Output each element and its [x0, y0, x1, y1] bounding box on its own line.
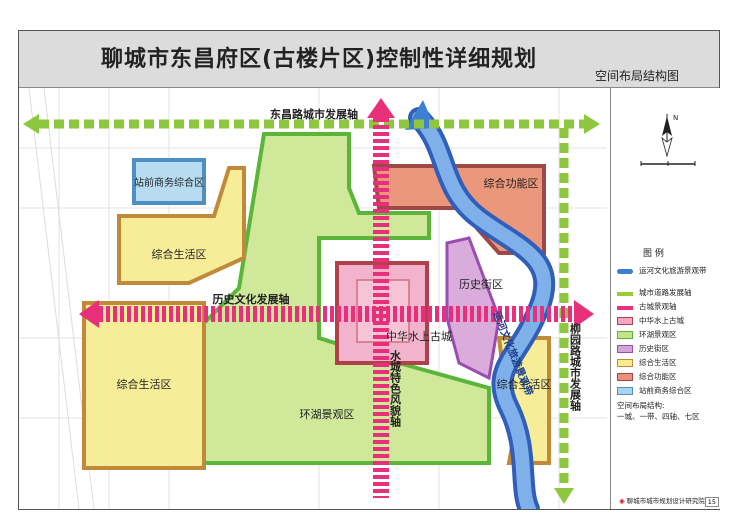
label-water-city-axis: 水城特色风貌轴	[389, 349, 403, 428]
legend-swatch	[617, 387, 633, 395]
zone-living-west	[82, 301, 206, 470]
zone-living-north	[117, 166, 246, 285]
legend-swatch	[617, 345, 633, 353]
page-number: 15	[704, 497, 719, 507]
institute-name: ◉ 聊城市城市规划设计研究院	[619, 497, 705, 505]
legend-swatch	[617, 292, 633, 296]
legend-swatch	[617, 373, 633, 381]
label-living-west: 综合生活区	[117, 377, 172, 391]
legend-swatch	[617, 359, 633, 367]
title-band: 聊城市东昌府区(古楼片区)控制性详细规划 空间布局结构图	[19, 31, 719, 88]
institute-logo-icon: ◉	[619, 497, 625, 505]
zone-station-business	[132, 158, 206, 205]
label-liuyuan-axis: 柳园路城市发展轴	[569, 322, 583, 412]
label-history-culture-axis: 历史文化发展轴	[213, 292, 290, 306]
legend-title: 图 例	[643, 249, 664, 259]
label-composite-function: 综合功能区	[484, 176, 539, 190]
legend-swatch	[617, 331, 633, 339]
north-arrow-icon: N	[640, 114, 696, 166]
legend-swatch	[617, 317, 633, 325]
legend-swatch	[617, 269, 633, 274]
legend-panel: N 图 例 运河文化旅游景观带 城市道路发展轴 古城景观轴 中华水上古城 环湖景…	[610, 88, 721, 509]
svg-text:N: N	[673, 114, 678, 122]
label-old-town: 中华水上古城	[386, 329, 452, 343]
canal-arrow-north	[405, 100, 435, 130]
structure-value: 一城、一带、四轴、七区	[617, 412, 700, 421]
label-station-business: 站前商务综合区	[134, 176, 204, 189]
axis-dongchang-road	[23, 114, 600, 134]
legend-swatch	[617, 306, 633, 310]
label-lake-scenic: 环湖景观区	[300, 408, 355, 421]
label-living-east: 综合生活区	[497, 377, 552, 391]
axis-water-city-scenic	[367, 98, 395, 498]
structure-label: 空间布局结构:	[617, 401, 665, 410]
structure-map: 站前商务综合区 综合生活区 综合生活区 综合生活区 环湖景观区 中华水上古城 历…	[19, 88, 607, 509]
canal-belt-inner	[412, 111, 552, 509]
axis-history-culture	[79, 300, 594, 328]
page-title: 聊城市东昌府区(古楼片区)控制性详细规划	[101, 47, 538, 72]
label-living-north: 综合生活区	[152, 247, 207, 261]
label-history-street: 历史街区	[459, 277, 503, 291]
plan-sheet: 聊城市东昌府区(古楼片区)控制性详细规划 空间布局结构图	[18, 30, 721, 510]
structure-summary: 空间布局结构: 一城、一带、四轴、七区	[617, 400, 700, 422]
label-dongchang-axis: 东昌路城市发展轴	[270, 107, 358, 121]
page-subtitle: 空间布局结构图	[594, 69, 679, 83]
